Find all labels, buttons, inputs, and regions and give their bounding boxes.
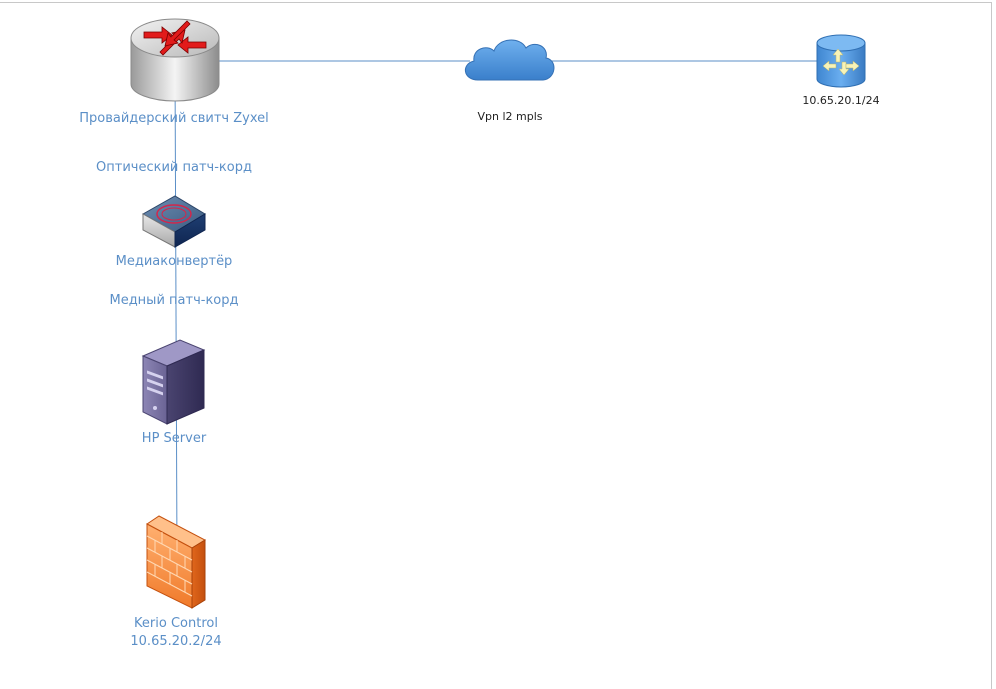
switch-label: Провайдерский свитч Zyxel [79,111,269,126]
router-cylinder-icon[interactable] [816,34,866,88]
server-tower-icon[interactable] [141,339,206,425]
remote-router-label: 10.65.20.1/24 [802,94,880,107]
server-label: HP Server [141,431,207,446]
firewall-label: Kerio Control [134,616,218,631]
cloud-icon[interactable] [465,39,555,81]
firewall-icon[interactable] [146,515,207,609]
optical-link-label: Оптический патч-корд [96,160,252,175]
canvas-border-top [0,2,992,3]
media-converter-icon[interactable] [141,195,206,248]
media-converter-label: Медиаконвертёр [115,254,233,269]
link-vertical-chain [174,61,178,561]
firewall-ip-label: 10.65.20.2/24 [130,634,222,649]
copper-link-label: Медный патч-корд [109,293,239,308]
canvas-border-right [991,2,992,689]
router-icon[interactable] [130,18,220,102]
cloud-label: Vpn l2 mpls [477,110,543,123]
